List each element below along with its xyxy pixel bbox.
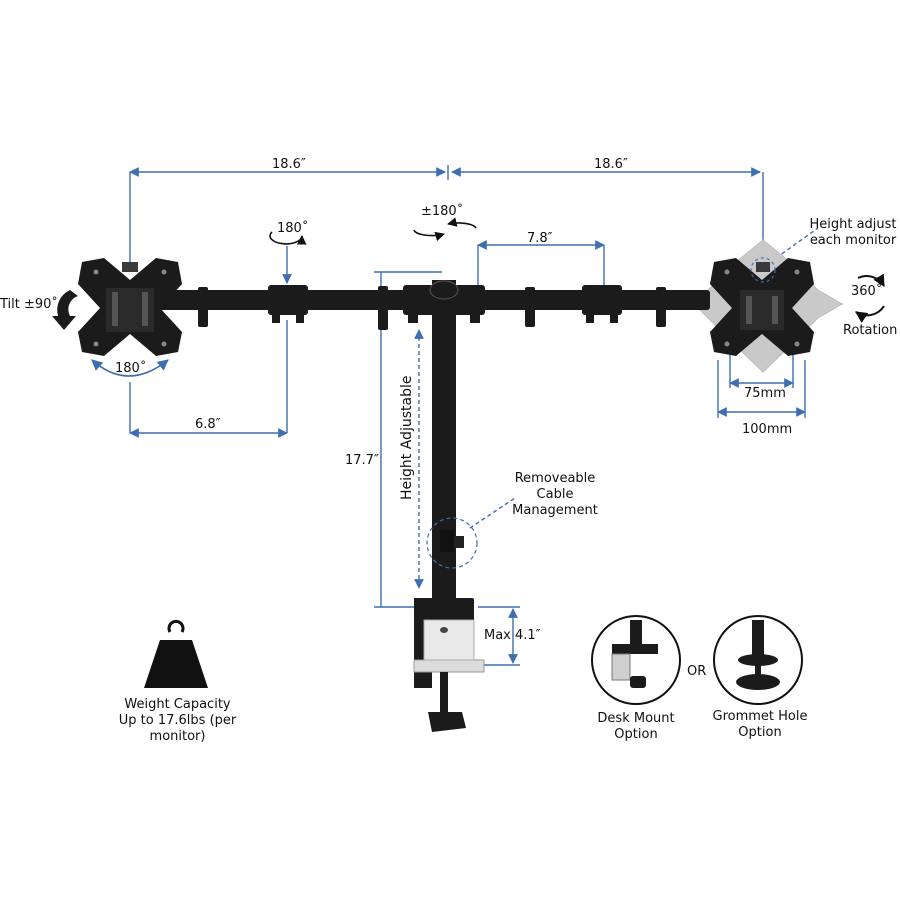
right-arm-length: 18.6″ — [594, 157, 628, 172]
rotation-badge: 360˚ — [851, 284, 883, 299]
dimension-lines — [129, 165, 843, 666]
desk-mount-caption: Desk Mount Option — [586, 711, 686, 743]
desk-mount-line2: Option — [614, 727, 658, 742]
cable-management-callout: Removeable Cable Management — [505, 471, 605, 519]
weight-line1: Weight Capacity — [124, 697, 231, 712]
clamp-max-label: Max 4.1″ — [484, 628, 541, 643]
rotation-360-icon — [855, 273, 885, 323]
tilt-label: Tilt ±90˚ — [0, 297, 58, 312]
desk-clamp — [413, 598, 485, 732]
grommet-caption: Grommet Hole Option — [704, 709, 816, 741]
joint-swivel-label: 180˚ — [277, 221, 309, 236]
center-rotation-label: ±180˚ — [421, 204, 464, 219]
rotate-icon-center — [413, 217, 477, 242]
weight-capacity-text: Weight Capacity Up to 17.6lbs (per monit… — [90, 697, 265, 745]
vesa-75-label: 75mm — [744, 386, 786, 401]
weight-line2: Up to 17.6lbs (per monitor) — [118, 713, 237, 744]
or-separator: OR — [687, 664, 707, 679]
cable-highlight-circle — [426, 517, 478, 569]
rotate-icon-vesa — [91, 359, 169, 377]
height-adjust-line2: each monitor — [809, 233, 897, 248]
pole — [429, 280, 464, 600]
desk-mount-line1: Desk Mount — [597, 711, 675, 726]
cable-line2: Cable — [536, 487, 574, 502]
height-adjust-line1: Height adjust — [809, 217, 897, 232]
desk-mount-option-icon — [591, 615, 681, 705]
segment-left-length: 6.8″ — [195, 417, 221, 432]
height-adjust-callout: Height adjust each monitor — [806, 217, 900, 249]
tilt-arrow-icon — [52, 290, 78, 330]
grommet-line1: Grommet Hole — [712, 709, 808, 724]
cable-line1: Removeable — [514, 471, 596, 486]
vesa-swivel-label: 180˚ — [115, 361, 147, 376]
grommet-line2: Option — [738, 725, 782, 740]
cable-line3: Management — [512, 503, 598, 518]
left-arm-length: 18.6″ — [272, 157, 306, 172]
vesa-100-label: 100mm — [742, 422, 793, 437]
height-adjustable-label: Height Adjustable — [399, 375, 415, 500]
left-vesa-plate — [78, 258, 182, 356]
pole-height: 17.7″ — [345, 453, 379, 468]
height-adjust-circle — [750, 257, 776, 283]
segment-right-length: 7.8″ — [527, 231, 553, 246]
weight-icon — [144, 619, 208, 688]
rotation-label: Rotation — [843, 323, 898, 338]
grommet-option-icon — [713, 615, 803, 705]
rotate-icon-joint — [269, 231, 307, 245]
right-vesa-plate — [710, 258, 814, 356]
